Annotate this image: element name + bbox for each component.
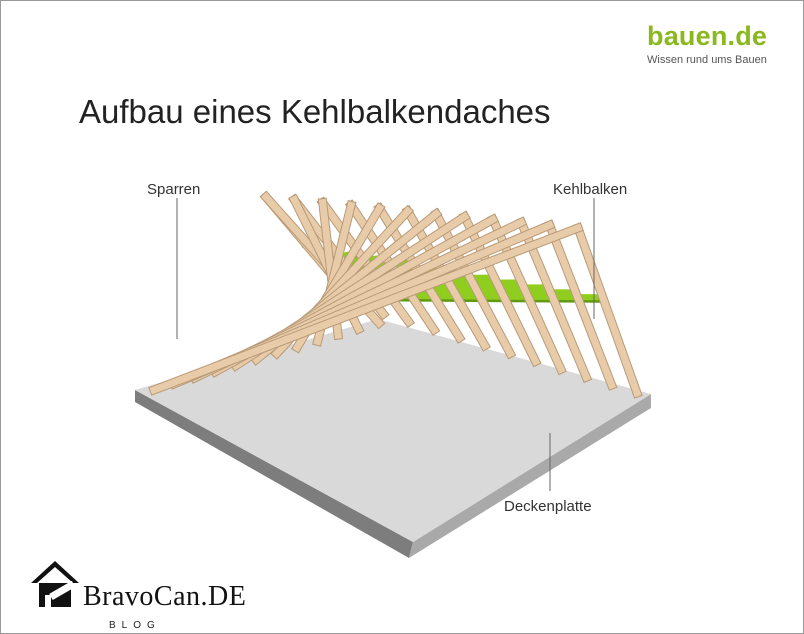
rafters bbox=[148, 190, 643, 399]
watermark-sub: BLOG bbox=[109, 620, 161, 631]
rafter-right bbox=[431, 209, 515, 359]
brand-logo: bauen.de Wissen rund ums Bauen bbox=[647, 21, 767, 66]
brand-tagline: Wissen rund ums Bauen bbox=[647, 54, 767, 66]
house-hammer-icon bbox=[31, 561, 79, 607]
rafter-right bbox=[545, 220, 617, 390]
watermark-name: BravoCan.DE bbox=[83, 581, 247, 612]
page-title: Aufbau eines Kehlbalkendaches bbox=[79, 93, 551, 130]
slab-top-surface bbox=[135, 319, 651, 542]
slab-right-side bbox=[409, 394, 651, 558]
rafter-right bbox=[573, 223, 642, 398]
slab-front-side bbox=[135, 390, 413, 558]
rafter-left bbox=[149, 223, 583, 395]
watermark-logo: BravoCan.DE BLOG bbox=[29, 557, 279, 633]
brand-name: bauen.de bbox=[647, 21, 768, 51]
label-kehlbalken: Kehlbalken bbox=[553, 181, 628, 198]
label-sparren: Sparren bbox=[147, 181, 201, 198]
label-deckenplatte: Deckenplatte bbox=[504, 498, 592, 515]
